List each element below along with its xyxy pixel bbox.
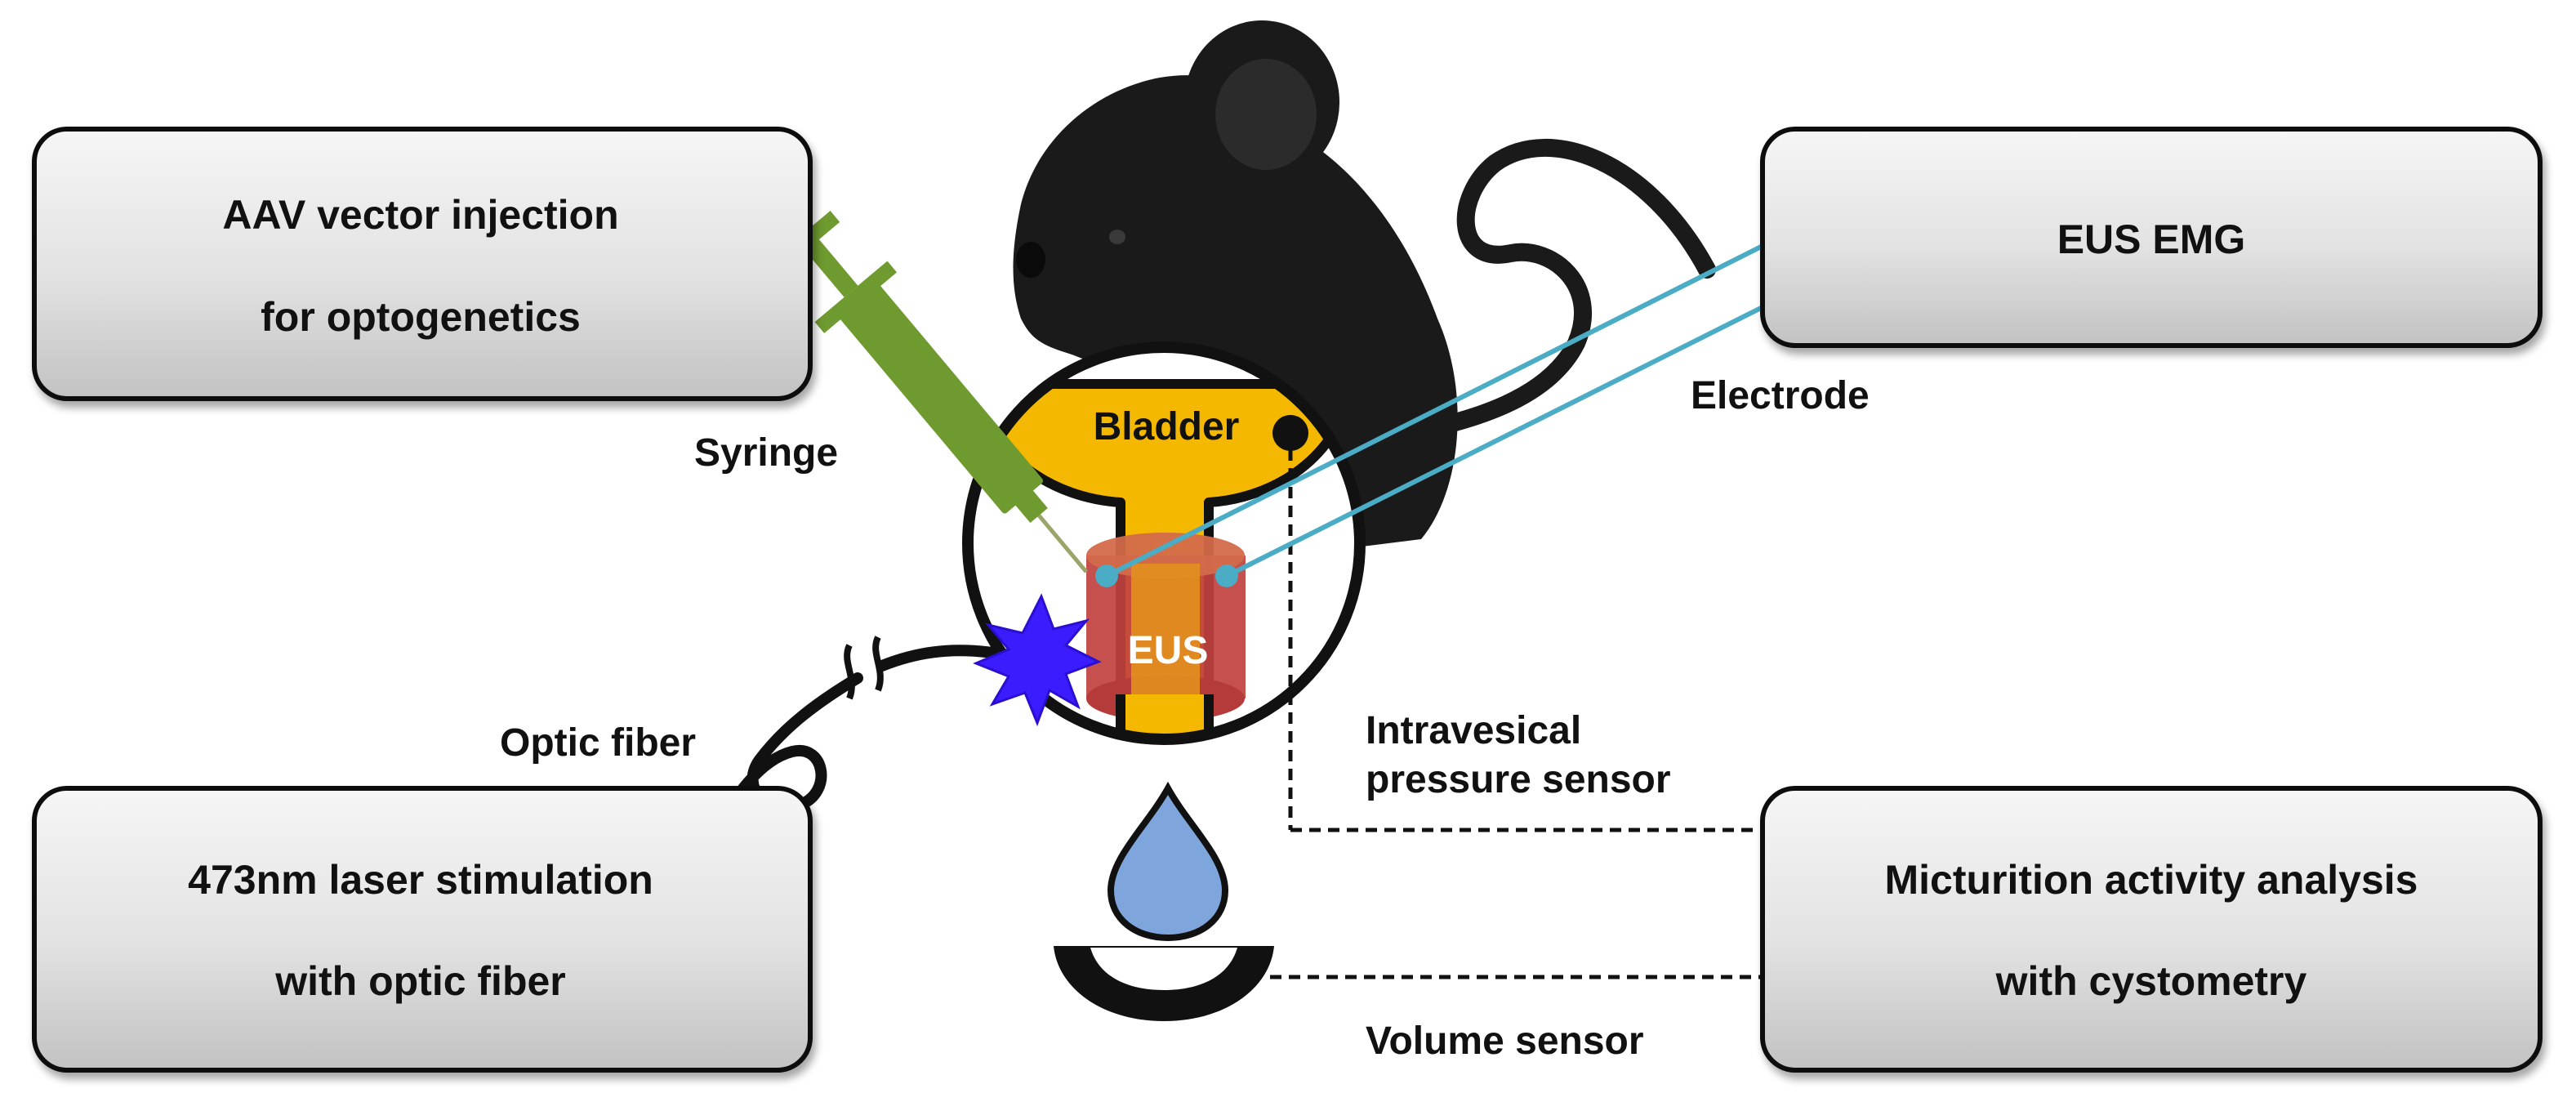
pressure-sensor-connector [1272, 415, 1764, 832]
laser-stimulation-box: 473nm laser stimulation with optic fiber [32, 786, 813, 1073]
eus-label: EUS [1128, 629, 1209, 672]
eus-sphincter-shape [1086, 533, 1246, 721]
aav-injection-box: AAV vector injection for optogenetics [32, 127, 813, 401]
optic-fiber-label: Optic fiber [500, 721, 696, 765]
pressure-sensor-label-line2: pressure sensor [1366, 758, 1671, 801]
eus-emg-box: EUS EMG [1760, 127, 2543, 348]
mouse-silhouette-icon [1013, 20, 1716, 556]
syringe-label: Syringe [694, 431, 838, 475]
pressure-sensor-label-line1: Intravesical [1366, 709, 1581, 752]
laser-box-line2: with optic fiber [274, 958, 566, 1004]
micturition-analysis-box: Micturition activity analysis with cysto… [1760, 786, 2543, 1073]
micturition-box-line1: Micturition activity analysis [1885, 857, 2418, 903]
volume-sensor-dish-icon [1054, 946, 1274, 1021]
emg-box-line1: EUS EMG [2057, 216, 2246, 262]
micturition-box-line2: with cystometry [1995, 958, 2307, 1004]
laser-box-line1: 473nm laser stimulation [188, 857, 653, 903]
urine-droplet-icon [1107, 781, 1229, 942]
electrode-label: Electrode [1691, 374, 1870, 417]
volume-sensor-label: Volume sensor [1366, 1020, 1644, 1063]
bladder-label: Bladder [1094, 405, 1240, 448]
aav-box-line2: for optogenetics [261, 294, 581, 340]
electrode-wires [1095, 243, 1766, 587]
laser-burst-icon [973, 593, 1102, 727]
aav-box-line1: AAV vector injection [222, 192, 618, 238]
